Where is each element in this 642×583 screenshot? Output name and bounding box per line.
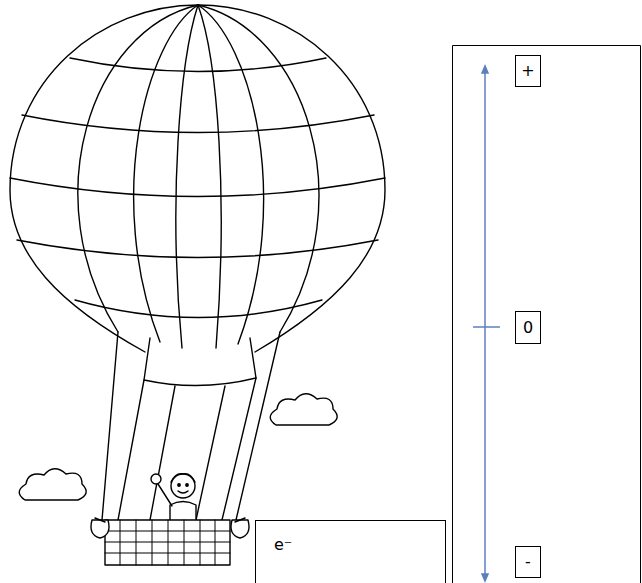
balloon-gore <box>198 5 221 348</box>
balloon-gore <box>134 5 198 342</box>
charge-box: e⁻ <box>255 520 446 583</box>
arrow-head <box>482 66 488 73</box>
rope <box>222 378 256 520</box>
balloon-band <box>17 240 378 258</box>
person-hair <box>171 474 195 482</box>
balloon-band <box>22 115 374 133</box>
person-head <box>171 474 195 498</box>
zero-tick <box>473 326 500 328</box>
rope <box>102 332 118 520</box>
rope <box>196 386 225 520</box>
balloon-gore <box>198 5 264 344</box>
cloud <box>270 394 337 425</box>
hot-air-balloon <box>10 5 385 565</box>
person-eye <box>178 484 180 486</box>
balloon-gore <box>78 5 198 332</box>
box-label: 0 <box>523 318 533 337</box>
cloud <box>19 469 86 500</box>
balloon-envelope <box>10 5 385 352</box>
panel-frame <box>453 46 641 583</box>
balloon-band <box>70 58 326 72</box>
box-label: + <box>521 61 534 80</box>
sandbag-tie <box>95 518 245 522</box>
rope <box>236 332 280 520</box>
sandbag <box>231 520 249 538</box>
person-arm <box>158 484 172 506</box>
rope <box>150 386 175 520</box>
balloon-gore <box>198 5 319 332</box>
arrow-head <box>482 574 488 581</box>
balloon-band <box>75 300 322 318</box>
basket <box>105 520 230 565</box>
balloon-skirt <box>144 338 256 386</box>
basket-weave <box>105 520 230 565</box>
sign-box: - <box>515 546 541 578</box>
person-smile <box>178 491 188 493</box>
balloon-gore <box>176 5 198 348</box>
scale-arrow <box>473 66 500 581</box>
person-hand <box>151 474 161 484</box>
sandbag <box>91 520 109 538</box>
balloon-band <box>10 178 385 197</box>
sign-box: + <box>515 55 541 87</box>
person-eye <box>186 484 188 486</box>
rope <box>118 380 144 520</box>
scale-line <box>484 70 486 578</box>
box-label: - <box>525 552 531 571</box>
sign-box: 0 <box>515 311 541 344</box>
box-label: e⁻ <box>274 535 292 554</box>
person-body <box>170 502 196 521</box>
